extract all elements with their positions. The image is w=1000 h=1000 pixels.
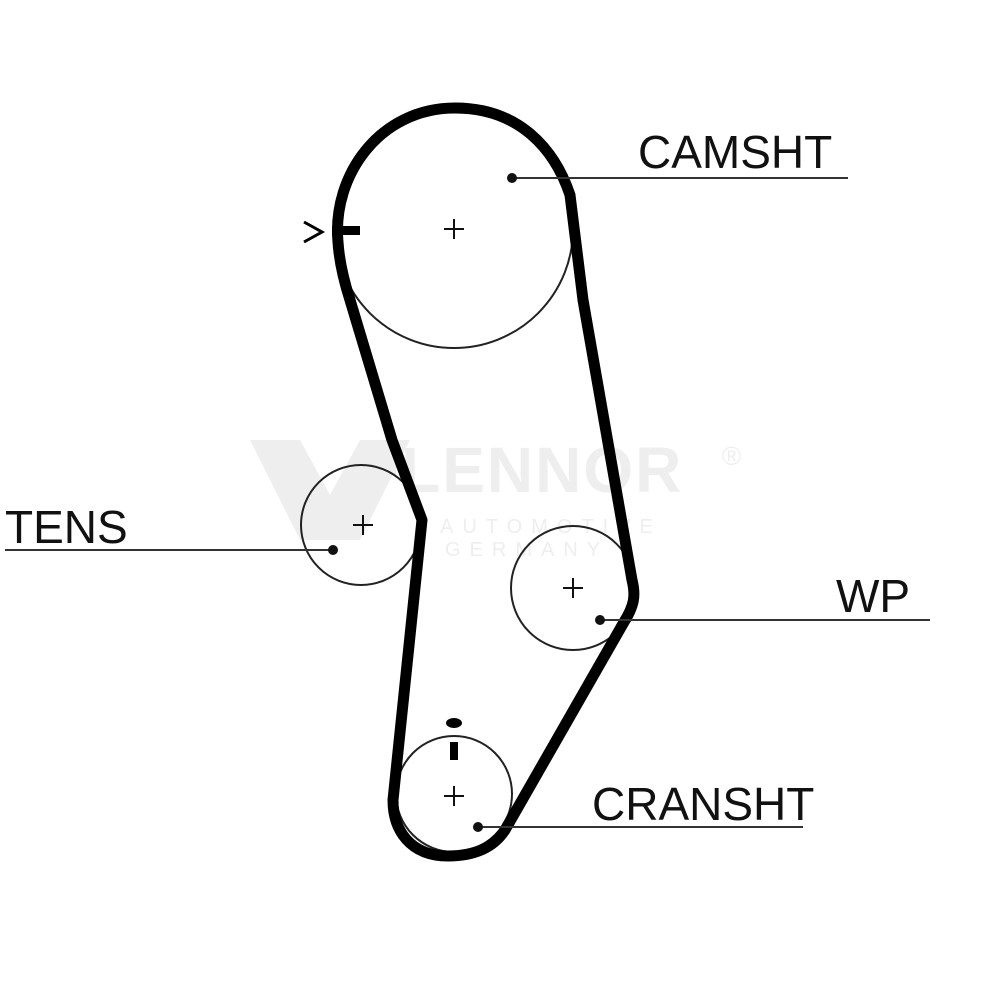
crankshaft-leader-dot [473,822,483,832]
camshaft-label: CAMSHT [638,126,832,178]
watermark-registered-mark: ® [722,441,741,471]
camshaft-center-cross [444,219,464,239]
water-pump-leader-dot [595,615,605,625]
water-pump-center-cross [563,578,583,598]
crankshaft-timing-mark [446,718,462,760]
watermark-line2: GERMANY [445,539,609,561]
crankshaft-center-cross [444,786,464,806]
camshaft-timing-mark [303,220,360,244]
watermark-logo: FLENNOR ® AUTOMOTIVE GERMANY [250,434,741,561]
camshaft-leader-dot [507,173,517,183]
tensioner-leader-dot [328,545,338,555]
tensioner-center-cross [353,515,373,535]
tensioner-label: TENS [5,501,128,553]
crankshaft-label: CRANSHT [592,778,814,830]
water-pump-label: WP [836,570,910,622]
timing-belt [332,102,640,862]
